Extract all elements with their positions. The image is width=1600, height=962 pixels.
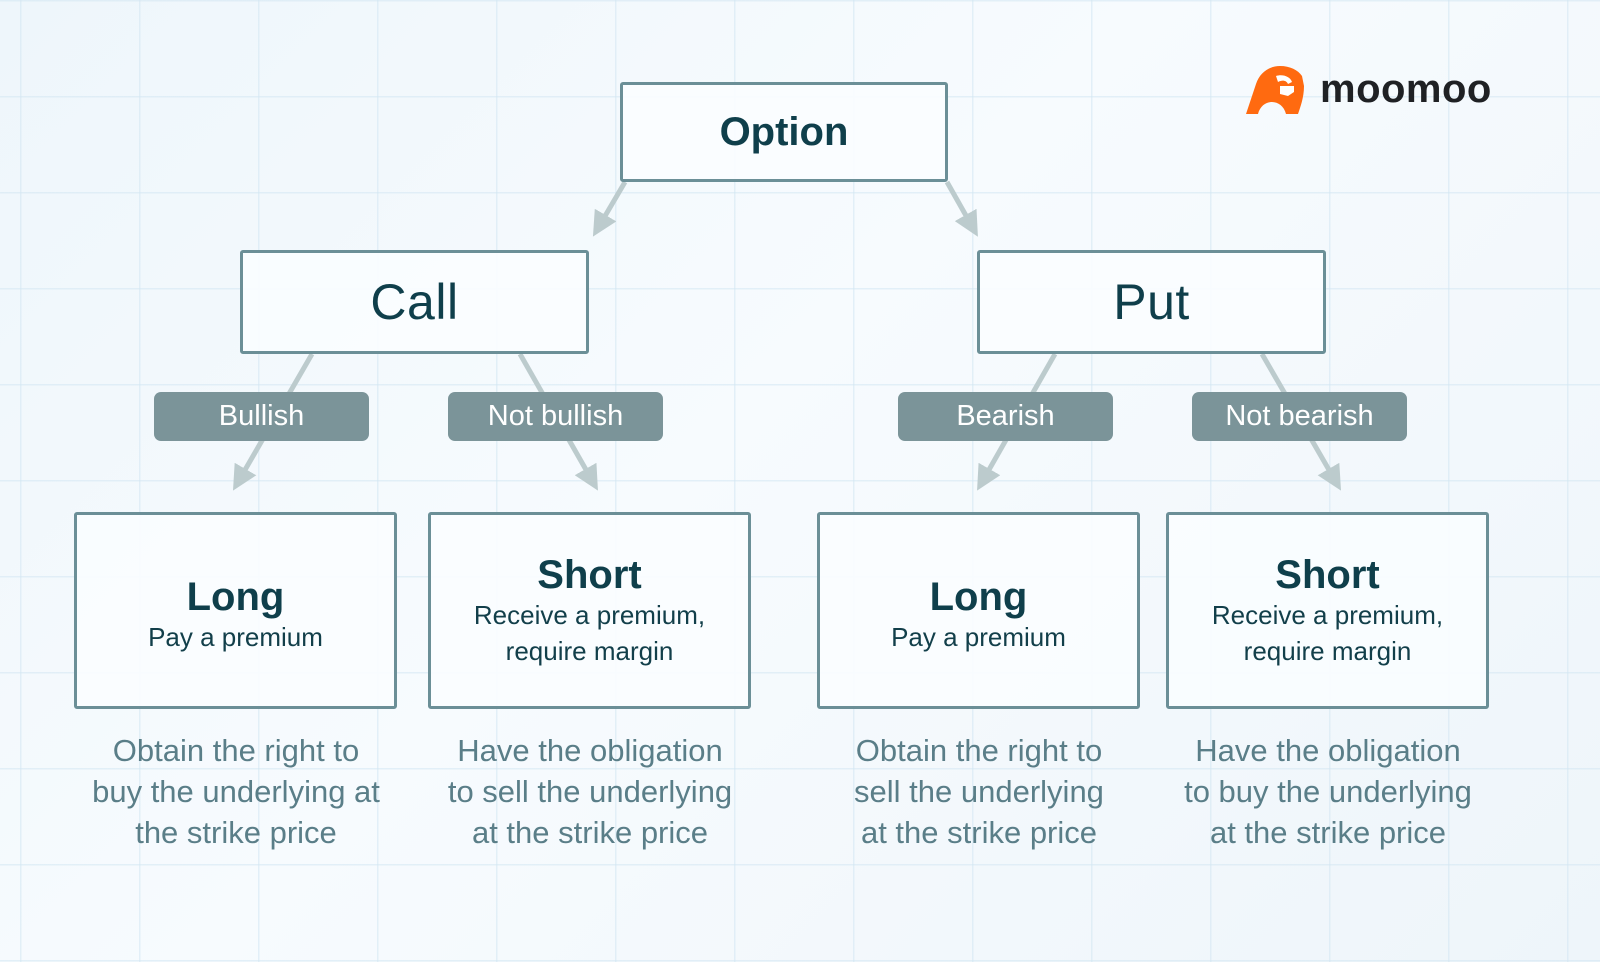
arrow-option-to-call <box>592 180 628 237</box>
put-long-detail: Pay a premium <box>891 621 1066 652</box>
put-long-title: Long <box>929 574 1028 619</box>
desc-call-short: Have the obligation to sell the underlyi… <box>414 730 766 853</box>
desc-line: to buy the underlying <box>1184 774 1472 809</box>
tag-bullish-label: Bullish <box>218 400 305 432</box>
desc-call-long: Obtain the right to buy the underlying a… <box>60 730 412 853</box>
node-put-short: Short Receive a premium, require margin <box>1166 512 1489 709</box>
desc-line: to sell the underlying <box>447 774 733 809</box>
desc-line: at the strike price <box>471 815 709 850</box>
tag-not-bearish: Not bearish <box>1192 392 1407 441</box>
put-short-detail-line1: Receive a premium, <box>1211 599 1444 630</box>
node-put-label: Put <box>1113 274 1190 330</box>
tag-not-bearish-label: Not bearish <box>1225 400 1374 432</box>
desc-line: the strike price <box>135 815 337 850</box>
call-short-title: Short <box>537 552 642 597</box>
node-call-label: Call <box>370 274 459 330</box>
tag-bullish: Bullish <box>154 392 369 441</box>
tag-bearish-label: Bearish <box>956 400 1055 432</box>
desc-line: Obtain the right to <box>112 733 360 768</box>
brand-logo: moomoo <box>1242 62 1492 116</box>
desc-line: buy the underlying at <box>92 774 380 809</box>
desc-put-short: Have the obligation to buy the underlyin… <box>1152 730 1504 853</box>
desc-line: Have the obligation <box>1195 733 1461 768</box>
call-short-detail-line1: Receive a premium, <box>473 599 706 630</box>
desc-line: Obtain the right to <box>855 733 1103 768</box>
node-call-long: Long Pay a premium <box>74 512 397 709</box>
put-short-detail-line2: require margin <box>1243 635 1412 666</box>
desc-line: sell the underlying <box>854 774 1104 809</box>
put-short-title: Short <box>1275 552 1380 597</box>
node-option-label: Option <box>719 109 849 154</box>
arrow-option-to-put <box>944 180 978 237</box>
node-option: Option <box>620 82 948 182</box>
brand-name: moomoo <box>1320 66 1492 111</box>
call-long-detail: Pay a premium <box>148 621 323 652</box>
call-short-detail-line2: require margin <box>505 635 674 666</box>
tag-not-bullish: Not bullish <box>448 392 663 441</box>
tag-not-bullish-label: Not bullish <box>487 400 624 432</box>
desc-line: at the strike price <box>1209 815 1447 850</box>
node-put: Put <box>977 250 1326 354</box>
bull-head-icon <box>1246 66 1304 114</box>
desc-line: Have the obligation <box>457 733 723 768</box>
desc-put-long: Obtain the right to sell the underlying … <box>803 730 1155 853</box>
tag-bearish: Bearish <box>898 392 1113 441</box>
desc-line: at the strike price <box>860 815 1098 850</box>
node-call: Call <box>240 250 589 354</box>
node-call-short: Short Receive a premium, require margin <box>428 512 751 709</box>
call-long-title: Long <box>186 574 285 619</box>
node-put-long: Long Pay a premium <box>817 512 1140 709</box>
